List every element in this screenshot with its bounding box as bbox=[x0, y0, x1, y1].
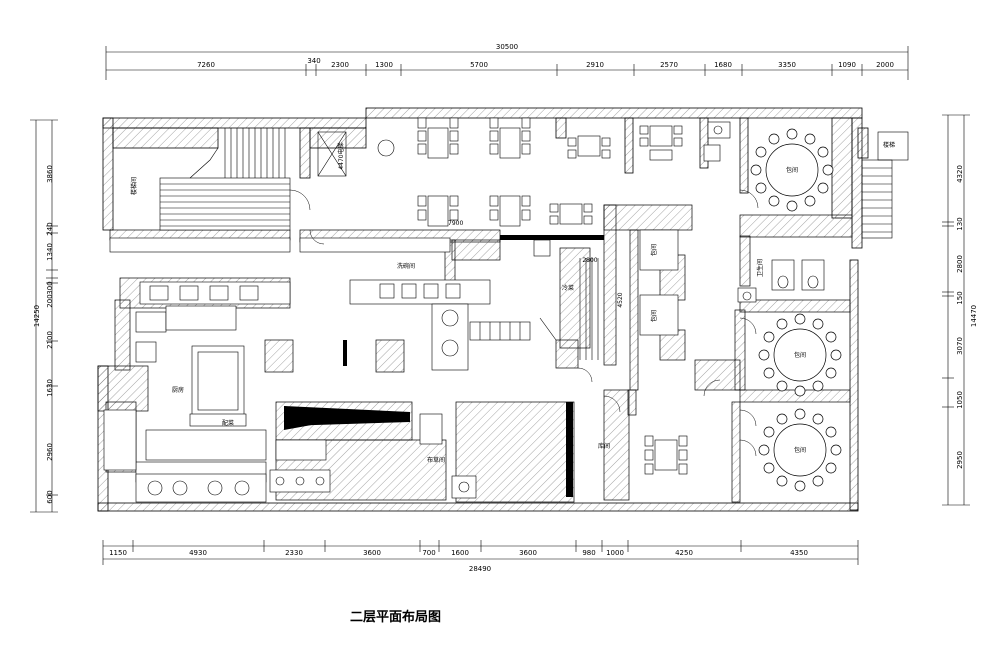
label-storage: 库间 bbox=[598, 442, 610, 450]
label-private-room-5: 包间 bbox=[650, 310, 658, 322]
label-private-room-2: 包间 bbox=[794, 351, 806, 359]
dim-bottom-total: 28490 bbox=[469, 565, 491, 573]
dim-bottom-8: 1000 bbox=[606, 549, 624, 557]
right-dimension-lines bbox=[942, 114, 970, 506]
dim-left-0: 3860 bbox=[46, 165, 54, 183]
label-prep: 配菜 bbox=[222, 419, 234, 427]
staircase-right bbox=[861, 131, 909, 239]
small-private-rooms bbox=[639, 229, 679, 336]
left-dimension-lines bbox=[30, 119, 58, 513]
dim-bottom-6: 3600 bbox=[519, 549, 537, 557]
door-swings bbox=[289, 189, 759, 457]
exterior-walls bbox=[97, 107, 869, 512]
cold-dish-room bbox=[539, 258, 599, 360]
partition-bars bbox=[284, 235, 604, 497]
dim-bottom-7: 980 bbox=[582, 549, 595, 557]
label-cold-dish: 冷菜 bbox=[562, 284, 574, 292]
dim-top-9: 1090 bbox=[838, 61, 856, 69]
dim-top-2: 2300 bbox=[331, 61, 349, 69]
dim-right-5: 1050 bbox=[956, 391, 964, 409]
dishwashing-area bbox=[349, 239, 551, 371]
dim-left-8: 600 bbox=[46, 490, 54, 503]
dim-bottom-2: 2330 bbox=[285, 549, 303, 557]
dim-top-1: 340 bbox=[307, 57, 320, 65]
label-kitchen: 厨房 bbox=[172, 386, 184, 394]
label-private-room-4: 包间 bbox=[650, 244, 658, 256]
dim-left-5: 2100 bbox=[46, 331, 54, 349]
dim-top-5: 2910 bbox=[586, 61, 604, 69]
dim-left-1: 240 bbox=[46, 222, 54, 235]
dining-tables bbox=[377, 117, 688, 475]
dim-bottom-9: 4250 bbox=[675, 549, 693, 557]
dim-right-4: 3070 bbox=[956, 337, 964, 355]
dim-bottom-4: 700 bbox=[422, 549, 435, 557]
dim-right-total: 14470 bbox=[970, 305, 978, 327]
dim-bottom-0: 1150 bbox=[109, 549, 127, 557]
dim-top-6: 2570 bbox=[660, 61, 678, 69]
round-table-2 bbox=[758, 313, 842, 397]
label-span-7900: 7900 bbox=[448, 220, 463, 227]
dim-right-2: 2800 bbox=[956, 255, 964, 273]
kitchen-equipment bbox=[103, 237, 451, 503]
drawing-title: 二层平面布局图 bbox=[350, 610, 442, 625]
restroom bbox=[703, 121, 825, 303]
dim-top-total: 30500 bbox=[496, 43, 518, 51]
dim-top-0: 7260 bbox=[197, 61, 215, 69]
bottom-dimension-lines bbox=[102, 540, 859, 565]
dim-left-7: 2960 bbox=[46, 443, 54, 461]
label-private-room-1: 包间 bbox=[786, 166, 798, 174]
label-linen: 布草间 bbox=[427, 456, 445, 464]
round-table-3 bbox=[758, 408, 842, 492]
dim-left-4: 200 bbox=[46, 294, 54, 307]
staircase-left bbox=[159, 128, 291, 231]
elevator-shaft bbox=[317, 131, 347, 177]
label-dish-room: 洗碗间 bbox=[397, 262, 415, 270]
label-elevator: 4470电梯 bbox=[337, 142, 345, 169]
label-stair-room: 楼梯间 bbox=[130, 177, 138, 195]
dim-bottom-10: 4350 bbox=[790, 549, 808, 557]
dim-bottom-5: 1600 bbox=[451, 549, 469, 557]
dim-top-3: 1300 bbox=[375, 61, 393, 69]
label-span-2800: 2800 bbox=[582, 257, 597, 264]
label-private-room-3: 包间 bbox=[794, 446, 806, 454]
dim-top-10: 2000 bbox=[876, 61, 894, 69]
dim-top-4: 5700 bbox=[470, 61, 488, 69]
dim-left-2: 1340 bbox=[46, 243, 54, 261]
dim-right-6: 2950 bbox=[956, 451, 964, 469]
dim-bottom-1: 4930 bbox=[189, 549, 207, 557]
dim-left-6: 1630 bbox=[46, 379, 54, 397]
dim-left-total: 14250 bbox=[33, 305, 41, 327]
dim-right-0: 4320 bbox=[956, 165, 964, 183]
top-dimension-lines bbox=[105, 46, 909, 80]
dim-top-7: 1680 bbox=[714, 61, 732, 69]
linen-room bbox=[419, 413, 477, 499]
label-span-4520: 4520 bbox=[617, 292, 624, 307]
dim-bottom-3: 3600 bbox=[363, 549, 381, 557]
dim-right-1: 130 bbox=[956, 217, 964, 230]
label-restroom: 卫生间 bbox=[756, 259, 764, 277]
round-table-1 bbox=[750, 128, 834, 212]
dim-top-8: 3350 bbox=[778, 61, 796, 69]
label-stairs-up: 楼梯 bbox=[883, 141, 895, 149]
dim-left-3: 300 bbox=[46, 281, 54, 294]
dim-right-3: 150 bbox=[956, 291, 964, 304]
